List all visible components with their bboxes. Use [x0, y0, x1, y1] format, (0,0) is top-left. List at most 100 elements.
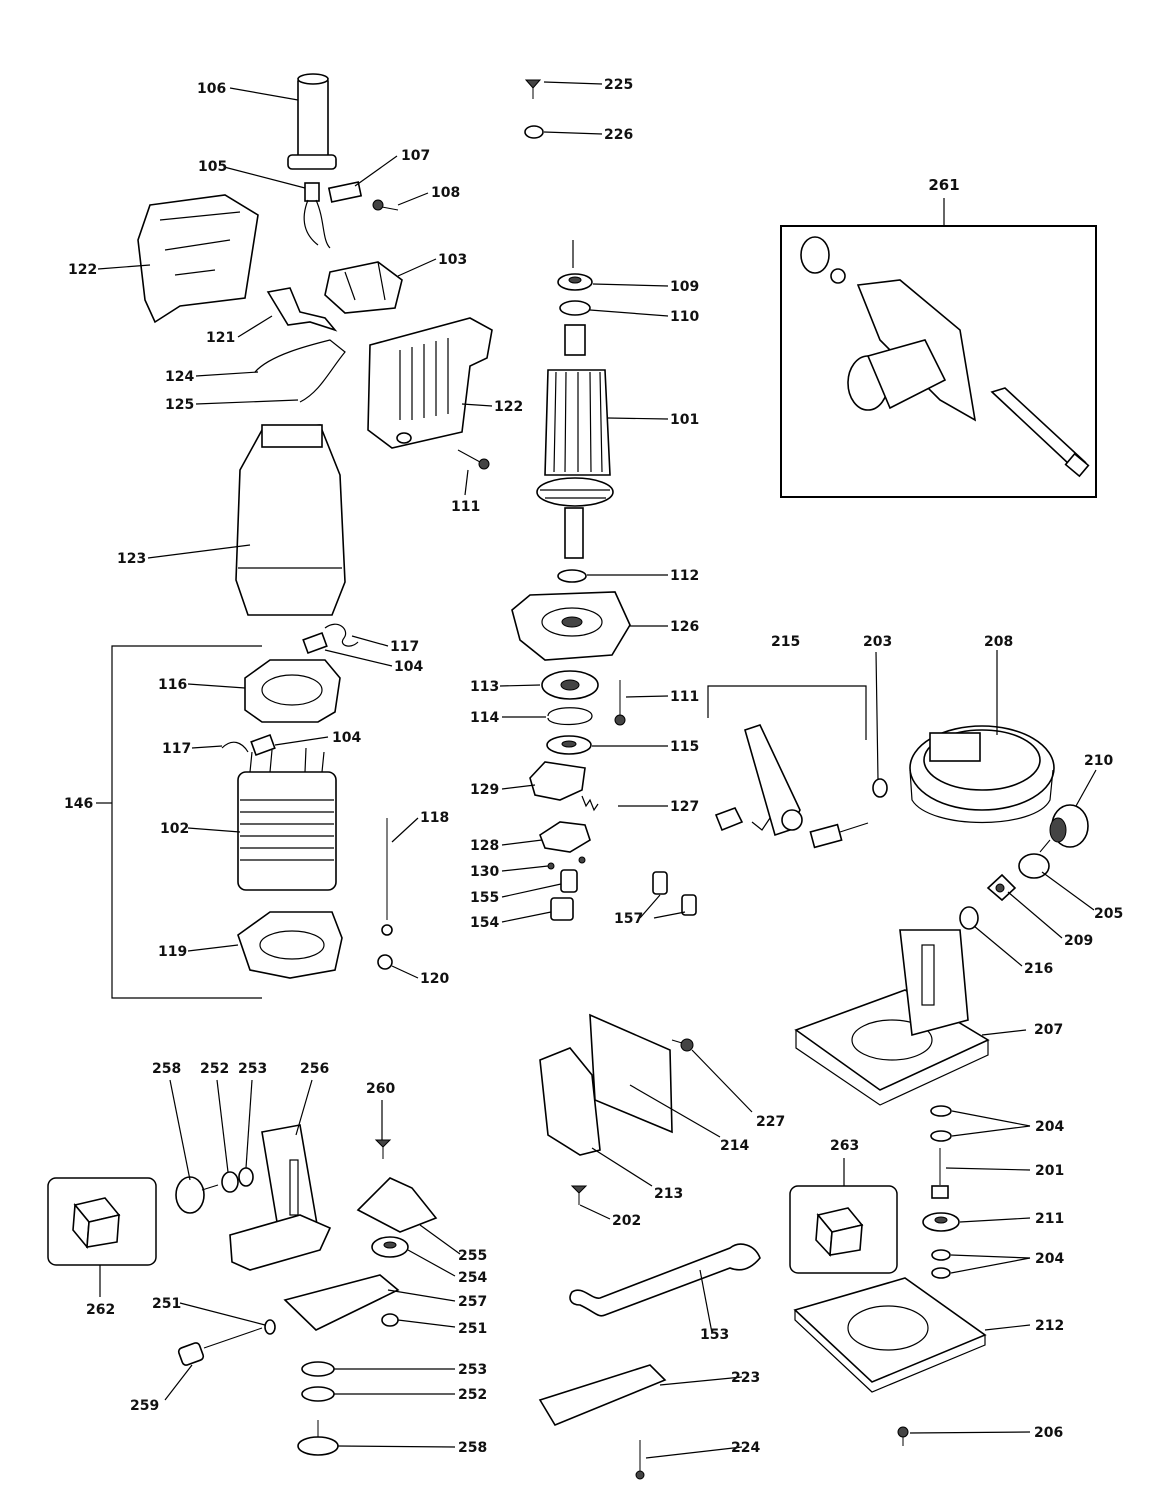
callout-216: 216 — [1024, 961, 1053, 977]
part-255-bracket — [356, 1177, 438, 1233]
callout-154: 154 — [470, 915, 499, 931]
callout-257: 257 — [458, 1294, 487, 1310]
part-204-washers-b — [931, 1249, 951, 1279]
callout-215: 215 — [771, 634, 800, 650]
callout-225: 225 — [604, 77, 633, 93]
part-117-spring-b — [221, 741, 249, 753]
part-112-ring — [557, 569, 587, 583]
part-252-washer-b — [301, 1386, 335, 1402]
part-155-bushing — [560, 869, 578, 893]
callout-202: 202 — [612, 1213, 641, 1229]
part-110-washer — [559, 300, 591, 316]
part-111-screw-b — [614, 680, 626, 726]
part-118-bolt — [381, 818, 393, 936]
callout-209: 209 — [1064, 933, 1093, 949]
part-226-nut — [524, 125, 544, 139]
part-256-fence — [229, 1124, 332, 1271]
callout-204-a: 204 — [1035, 1119, 1064, 1135]
part-120-nut — [377, 954, 393, 970]
part-253-washer-b — [301, 1361, 335, 1377]
callout-122-right: 122 — [494, 399, 523, 415]
inset-261: 261 — [780, 176, 1097, 498]
callout-119: 119 — [158, 944, 187, 960]
part-257-slide — [283, 1274, 400, 1331]
part-201-bolt — [931, 1148, 949, 1199]
callout-201: 201 — [1035, 1163, 1064, 1179]
part-126-bearing-plate — [511, 591, 631, 661]
callout-206: 206 — [1034, 1425, 1063, 1441]
callout-253-b: 253 — [458, 1362, 487, 1378]
callout-116: 116 — [158, 677, 187, 693]
callout-211: 211 — [1035, 1211, 1064, 1227]
part-209-bushing — [986, 873, 1017, 902]
callout-263: 263 — [830, 1138, 859, 1154]
callout-227: 227 — [756, 1114, 785, 1130]
part-113-bearing — [541, 670, 599, 700]
part-251-washer-b — [381, 1313, 399, 1327]
callout-259: 259 — [130, 1398, 159, 1414]
callout-126: 126 — [670, 619, 699, 635]
callout-262: 262 — [86, 1302, 115, 1318]
part-115-washer — [546, 735, 592, 755]
callout-115: 115 — [670, 739, 699, 755]
part-122-housing-right — [367, 317, 493, 449]
callout-153: 153 — [700, 1327, 729, 1343]
part-210-knob — [1039, 804, 1089, 853]
callout-254: 254 — [458, 1270, 487, 1286]
bracket-215 — [707, 685, 867, 740]
callout-107: 107 — [401, 148, 430, 164]
callout-155: 155 — [470, 890, 499, 906]
part-212-plate — [793, 1277, 987, 1393]
part-130-screws — [547, 856, 586, 870]
part-123-motor-housing — [235, 424, 346, 616]
part-101-armature — [536, 240, 614, 559]
bracket-146 — [111, 645, 262, 999]
part-204-washers-a — [930, 1105, 952, 1142]
part-207-base — [794, 929, 990, 1106]
part-127-spring — [581, 795, 599, 812]
callout-104-b: 104 — [332, 730, 361, 746]
callout-258-a: 258 — [152, 1061, 181, 1077]
callout-208: 208 — [984, 634, 1013, 650]
part-128-lever — [539, 821, 591, 853]
part-253-washer-a — [238, 1167, 254, 1187]
part-251-washer-a — [264, 1319, 276, 1335]
callout-106: 106 — [197, 81, 226, 97]
part-117-spring-a — [324, 623, 359, 647]
callout-113: 113 — [470, 679, 499, 695]
part-157-caps — [652, 871, 697, 916]
callout-112: 112 — [670, 568, 699, 584]
part-254-bearing — [371, 1236, 409, 1258]
part-214-plate — [589, 1013, 673, 1134]
callout-103: 103 — [438, 252, 467, 268]
part-205-washer — [1018, 853, 1050, 879]
callout-256: 256 — [300, 1061, 329, 1077]
callout-214: 214 — [720, 1138, 749, 1154]
callout-127: 127 — [670, 799, 699, 815]
callout-210: 210 — [1084, 753, 1113, 769]
callout-226: 226 — [604, 127, 633, 143]
callout-117-a: 117 — [390, 639, 419, 655]
callout-252-b: 252 — [458, 1387, 487, 1403]
callout-118: 118 — [420, 810, 449, 826]
part-107-terminal — [327, 181, 363, 203]
part-225-screw — [524, 79, 542, 99]
part-124-spring — [254, 339, 346, 403]
callout-125: 125 — [165, 397, 194, 413]
callout-124: 124 — [165, 369, 194, 385]
callout-223: 223 — [731, 1370, 760, 1386]
callout-117-b: 117 — [162, 741, 191, 757]
part-263-kit-box — [789, 1185, 898, 1274]
part-104-brush-a — [302, 631, 328, 655]
part-108-screw — [372, 199, 399, 211]
part-211-nut — [922, 1212, 960, 1232]
part-258-knob-b — [297, 1420, 339, 1456]
part-153-wrench — [569, 1243, 761, 1317]
part-258-knob-a — [175, 1176, 219, 1214]
callout-224: 224 — [731, 1440, 760, 1456]
part-109-bearing — [557, 273, 593, 291]
callout-101: 101 — [670, 412, 699, 428]
part-111-screw-a — [457, 449, 490, 470]
callout-104-a: 104 — [394, 659, 423, 675]
